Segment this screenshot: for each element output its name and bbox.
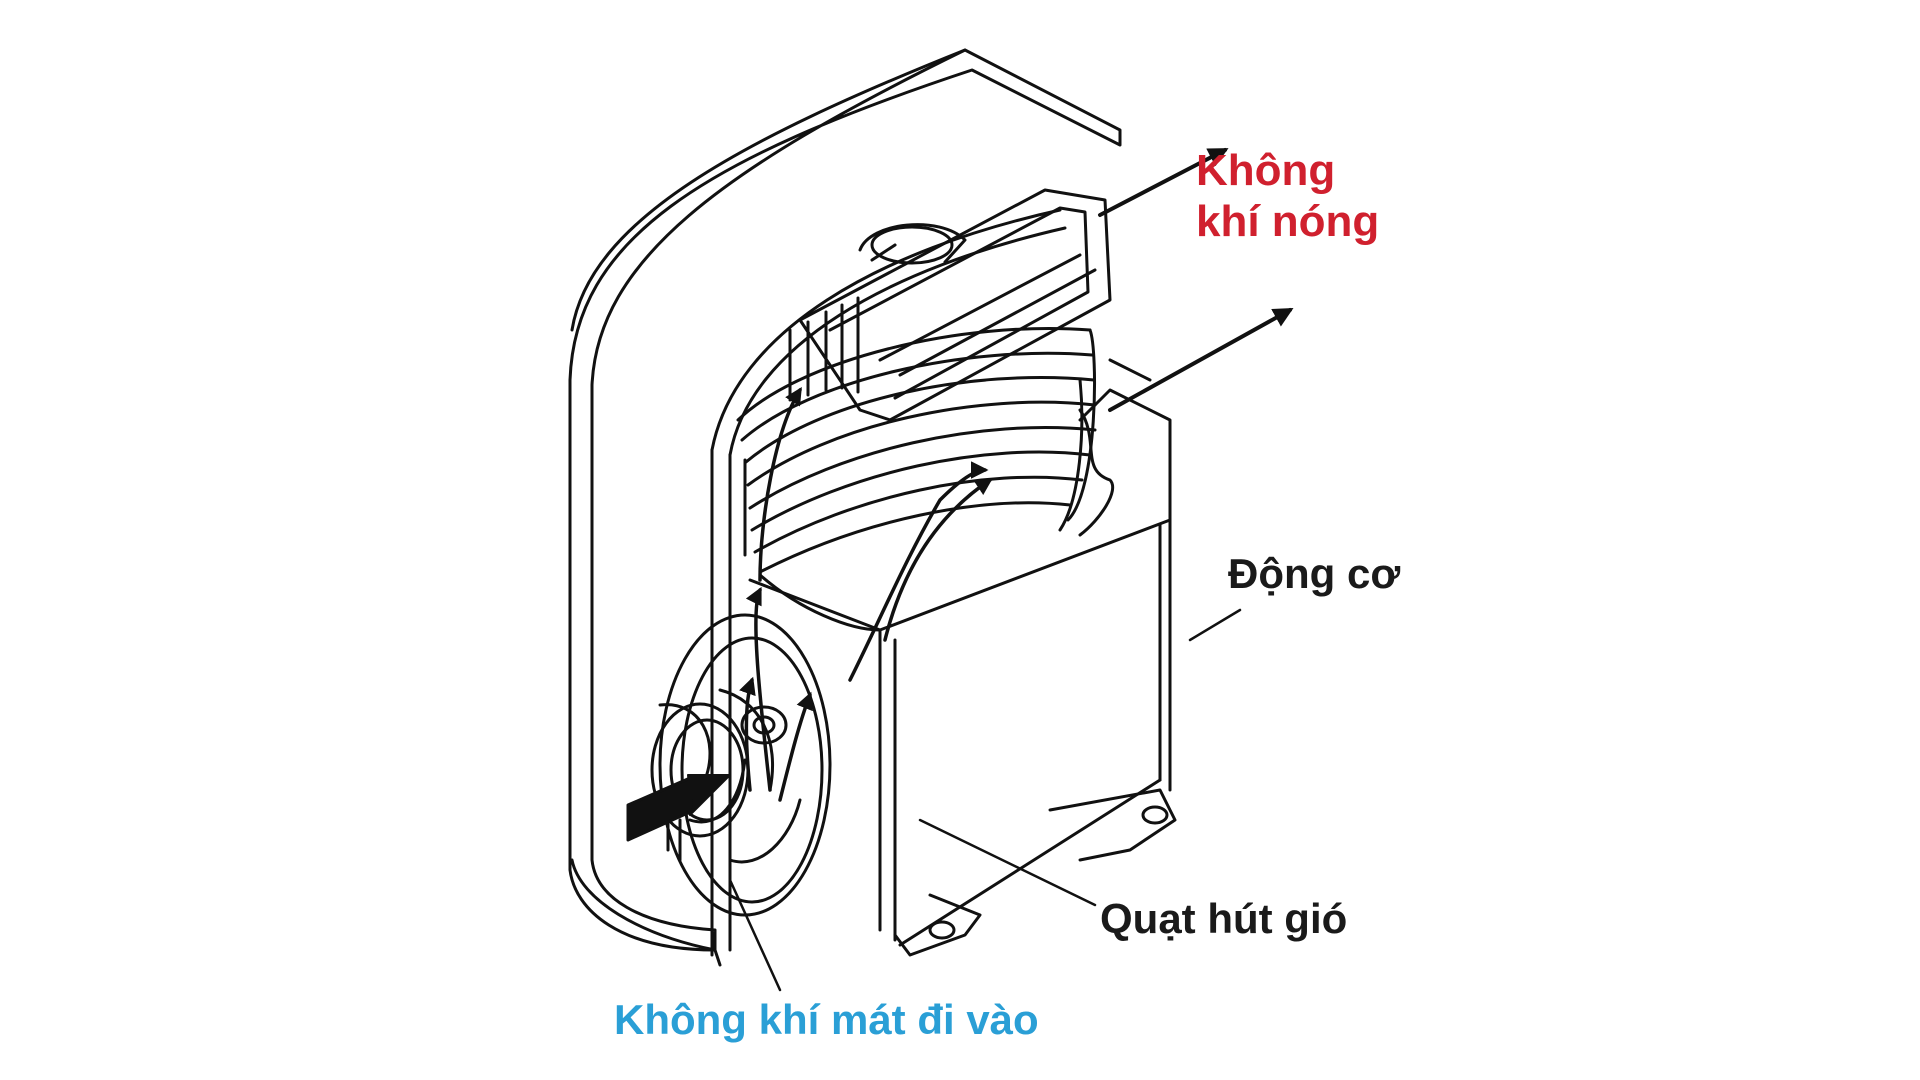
hot-air-label-line2: khí nóng (1196, 196, 1380, 246)
hot-air-label: Không khí nóng (1196, 146, 1379, 247)
hot-air-label-line1: Không (1196, 146, 1336, 195)
fan-label: Quạt hút gió (1100, 895, 1348, 942)
motor-block (748, 358, 1177, 957)
outflow-arrows (1098, 148, 1294, 412)
internal-airflow-arrows (739, 387, 993, 802)
cool-air-label: Không khí mát đi vào (614, 996, 1039, 1043)
motor-leader-line (1188, 608, 1242, 642)
motor-label: Động cơ (1228, 550, 1401, 597)
intake-fan (650, 613, 832, 917)
fan-leader-line (918, 818, 1097, 907)
heating-element (736, 188, 1112, 574)
housing-shell (568, 48, 1122, 967)
inner-duct (710, 208, 1067, 957)
intake-arrow (626, 774, 731, 842)
cool-air-leader-line (728, 878, 782, 992)
leader-lines (728, 608, 1242, 992)
